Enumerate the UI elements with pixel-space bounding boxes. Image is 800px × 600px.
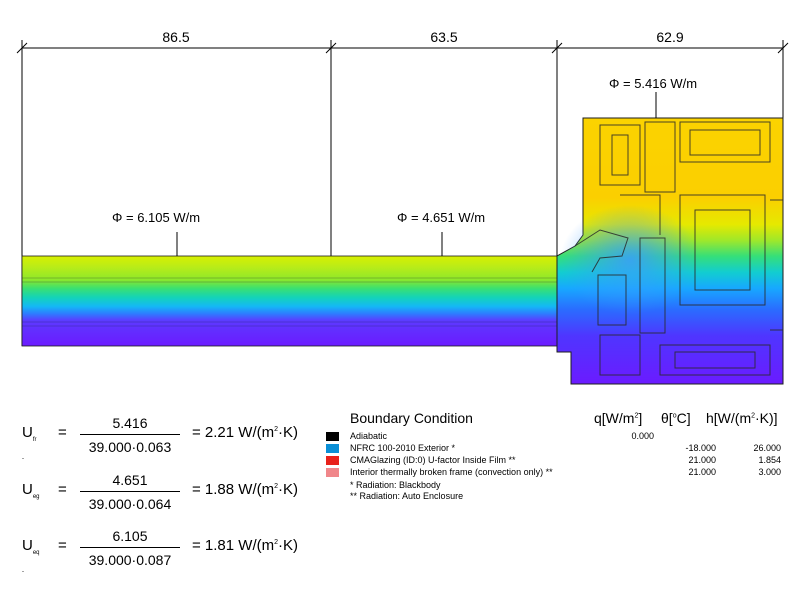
legend-theta: -18.000 [685,443,716,453]
legend-h: 1.854 [758,455,781,465]
legend-note-blackbody: * Radiation: Blackbody [350,480,441,490]
denominator: 39.000·0.087 [88,552,172,568]
equals-sign: = [58,537,67,554]
fraction: 5.416 39.000·0.063 [80,414,180,456]
u-symbol: Ufr - [22,424,37,462]
u-symbol: Ueg [22,481,40,500]
equals-sign: = [58,481,67,498]
fraction: 4.651 39.000·0.064 [80,471,180,513]
glazing-section [21,255,583,347]
legend-column-h: h[W/(m2·K)] [706,410,778,426]
fraction-bar [80,547,180,548]
legend-swatch [326,456,339,465]
legend-row-adiabatic: Adiabatic 0.000 [326,431,786,441]
thermal-simulation-diagram: 86.5 63.5 62.9 [16,29,789,385]
legend-swatch [326,444,339,453]
legend-theta: 21.000 [688,467,716,477]
u-symbol: Ueq - [22,537,40,575]
legend-note-auto-enclosure: ** Radiation: Auto Enclosure [350,491,464,501]
heat-flux-label-1: Φ = 6.105 W/m [112,210,200,225]
numerator: 6.105 [112,528,148,544]
legend-name: Interior thermally broken frame (convect… [350,467,553,477]
legend-h: 3.000 [758,467,781,477]
denominator: 39.000·0.063 [88,439,172,455]
legend-swatch [326,432,339,441]
frame-section [556,117,784,385]
fraction-bar [80,491,180,492]
fraction: 6.105 39.000·0.087 [80,527,180,569]
fraction-bar [80,434,180,435]
legend-h: 26.000 [753,443,781,453]
legend-q: 0.000 [631,431,654,441]
result: = 1.81 W/(m2·K) [192,537,299,554]
legend-name: NFRC 100-2010 Exterior * [350,443,456,453]
legend-row-exterior: NFRC 100-2010 Exterior * -18.000 26.000 [326,443,786,453]
legend-theta: 21.000 [688,455,716,465]
legend-swatch [326,468,339,477]
legend-column-theta: θ[oC] [661,410,691,426]
equals-sign: = [58,424,67,441]
denominator: 39.000·0.064 [88,496,172,512]
numerator: 4.651 [112,472,148,488]
result: = 1.88 W/(m2·K) [192,481,299,498]
heat-flux-label-3: Φ = 5.416 W/m [609,76,697,91]
result: = 2.21 W/(m2·K) [192,424,299,441]
dimension-line [16,40,789,346]
legend-title: Boundary Condition [350,410,473,426]
legend-row-inside-film: CMAGlazing (ID:0) U-factor Inside Film *… [326,455,786,465]
legend-name: Adiabatic [350,431,388,441]
dimension-label-3: 62.9 [656,29,683,45]
legend-column-q: q[W/m2] [594,410,643,426]
flux-leaders [176,92,657,256]
dimension-label-2: 63.5 [430,29,457,45]
numerator: 5.416 [112,415,148,431]
dimension-label-1: 86.5 [162,29,189,45]
legend-row-interior-frame: Interior thermally broken frame (convect… [326,467,786,477]
heat-flux-label-2: Φ = 4.651 W/m [397,210,485,225]
legend-name: CMAGlazing (ID:0) U-factor Inside Film *… [350,455,516,465]
